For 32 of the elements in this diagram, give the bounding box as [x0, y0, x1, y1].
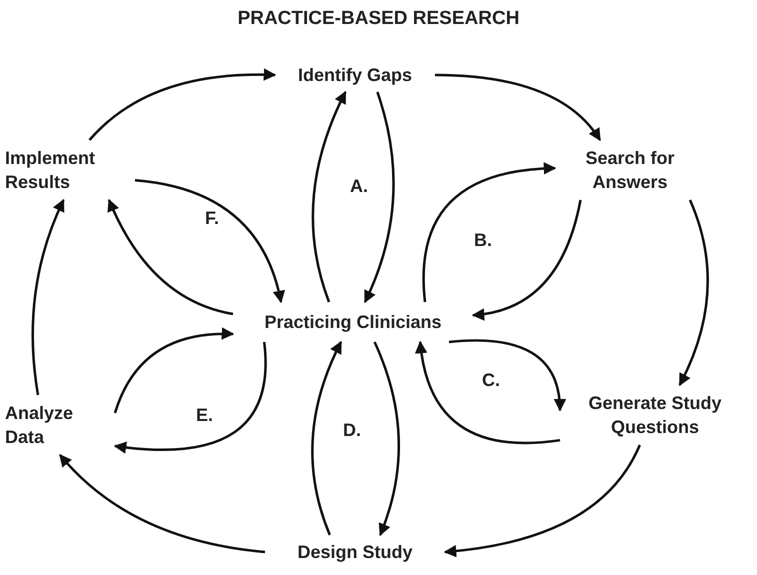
curved-arrow: [422, 162, 556, 302]
node-label: Practicing Clinicians: [264, 310, 442, 334]
curved-arrow: [311, 340, 342, 536]
node-label: Identify Gaps: [298, 64, 412, 87]
curved-arrow: [364, 92, 395, 304]
curved-arrow: [373, 342, 400, 536]
curved-arrow: [88, 68, 276, 141]
curved-arrow: [472, 200, 582, 320]
node-label: Search for Answers: [584, 146, 676, 194]
cycle-letter: B.: [474, 230, 492, 251]
curved-arrow: [444, 444, 641, 558]
curved-arrow: [415, 340, 560, 444]
node-label: Implement Results: [5, 146, 96, 194]
curved-arrow: [134, 178, 284, 304]
cycle-letter: A.: [350, 176, 368, 197]
curved-arrow: [114, 342, 267, 454]
curved-arrow: [448, 339, 566, 412]
curved-arrow: [312, 90, 347, 302]
curved-arrow: [32, 198, 65, 396]
curved-arrow: [59, 454, 266, 554]
node-label: Generate Study Questions: [587, 392, 723, 439]
curved-arrow: [108, 198, 234, 316]
cycle-letter: E.: [196, 405, 214, 426]
node-label: Analyze Data: [5, 402, 74, 449]
cycle-letter: D.: [343, 420, 361, 441]
cycle-letter: C.: [482, 370, 500, 391]
node-label: Design Study: [297, 540, 412, 564]
diagram-title: PRACTICE-BASED RESEARCH: [236, 8, 520, 30]
curved-arrow: [434, 74, 602, 142]
curved-arrow: [114, 328, 234, 414]
cycle-letter: F.: [205, 208, 220, 229]
curved-arrow: [678, 200, 709, 386]
